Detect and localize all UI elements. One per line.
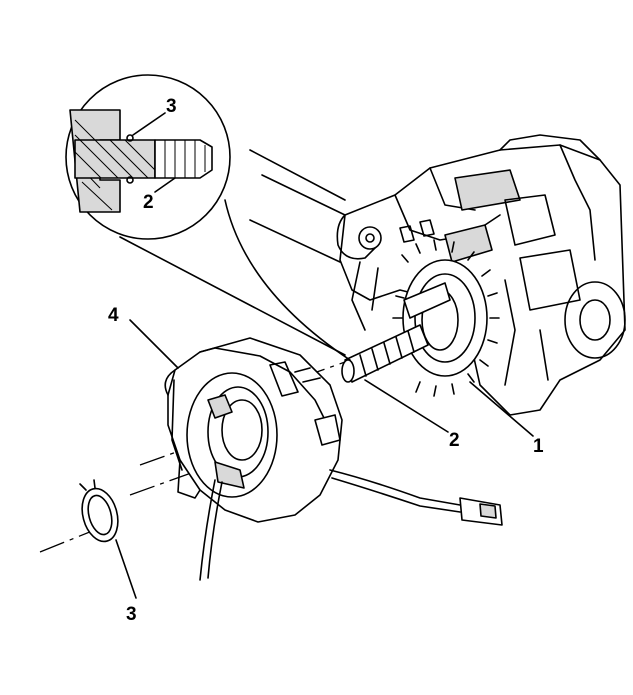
part-4-coil-assembly bbox=[164, 337, 343, 523]
harness-wires bbox=[199, 469, 503, 581]
callout-2-inset: 2 bbox=[143, 192, 154, 213]
callout-1: 1 bbox=[533, 436, 544, 457]
column-housing bbox=[249, 134, 626, 416]
inset-detail bbox=[65, 74, 231, 240]
callout-4: 4 bbox=[108, 305, 119, 326]
callout-3: 3 bbox=[126, 604, 137, 625]
callout-2: 2 bbox=[449, 430, 460, 451]
steering-shaft bbox=[341, 282, 451, 383]
leader-lines bbox=[115, 112, 534, 599]
callout-3-inset: 3 bbox=[166, 96, 177, 117]
part-3-snap-ring bbox=[79, 479, 119, 543]
